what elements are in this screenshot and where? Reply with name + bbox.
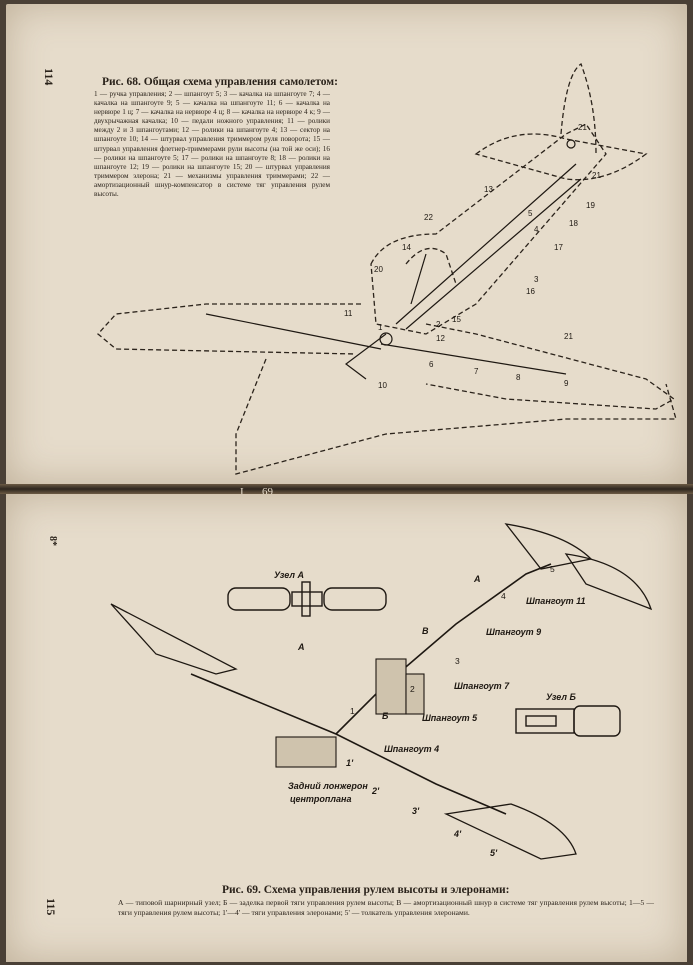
aileron-rod xyxy=(190,673,507,815)
node-a-label: Узел А xyxy=(274,570,304,580)
elevator-aileron-diagram: Узел А Узел Б Шпангоут 11 Шпангоут 9 Шпа… xyxy=(110,523,653,860)
rod-5: 5 xyxy=(550,564,555,574)
rod-4: 4 xyxy=(501,591,506,601)
callout-13: 13 xyxy=(484,185,493,194)
letter-a-1: А xyxy=(473,574,481,584)
elevator-right xyxy=(564,553,653,611)
frame-7-label: Шпангоут 7 xyxy=(454,681,510,691)
page-115: 8* 115 Узел А Узел Б xyxy=(6,494,687,962)
callout-21c: 21 xyxy=(564,332,573,341)
figure-68-legend: 1 — ручка управления; 2 — шпангоут 5; 3 … xyxy=(94,90,330,199)
figure-69-title: Рис. 69. Схема управления рулем высоты и… xyxy=(222,884,510,896)
callout-1: 1 xyxy=(378,323,383,332)
callout-16: 16 xyxy=(526,287,535,296)
aileron-rod-2: 2' xyxy=(371,786,380,796)
fold-mark: 69 xyxy=(262,486,273,498)
left-aileron xyxy=(110,603,238,675)
spar-block xyxy=(275,736,337,768)
letter-a-2: А xyxy=(297,642,305,652)
frame-5-label: Шпангоут 5 xyxy=(422,713,478,723)
rod-2: 2 xyxy=(410,684,415,694)
aircraft-control-diagram: 1 2 3 4 5 6 7 8 9 10 11 12 13 14 15 16 1… xyxy=(97,63,677,475)
callout-14: 14 xyxy=(402,243,411,252)
callout-labels: 1 2 3 4 5 6 7 8 9 10 11 12 13 14 15 16 1… xyxy=(344,123,601,390)
callout-21: 21 xyxy=(578,123,587,132)
figure-68-title: Рис. 68. Общая схема управления самолето… xyxy=(102,76,338,88)
callout-10: 10 xyxy=(378,381,387,390)
book-spine xyxy=(0,484,693,494)
page-number: 115 xyxy=(44,898,58,916)
callout-4: 4 xyxy=(534,225,539,234)
callout-21b: 21 xyxy=(592,171,601,180)
callout-12: 12 xyxy=(436,334,445,343)
aileron-rod-1: 1' xyxy=(346,758,354,768)
rod-3: 3 xyxy=(455,656,460,666)
callout-7: 7 xyxy=(474,367,479,376)
callout-11: 11 xyxy=(344,309,353,318)
spar-label-2: центроплана xyxy=(290,794,351,804)
frame-4-label: Шпангоут 4 xyxy=(384,744,439,754)
callout-19: 19 xyxy=(586,201,595,210)
page-114: 114 Рис. 68. Общая схема управления само… xyxy=(6,4,687,484)
callout-20: 20 xyxy=(374,265,383,274)
elevator-rod xyxy=(335,563,552,735)
callout-6: 6 xyxy=(429,360,434,369)
elevator-left xyxy=(504,523,593,570)
callout-5: 5 xyxy=(528,209,533,218)
left-wing-outline xyxy=(97,303,361,355)
aileron-rod-4: 4' xyxy=(453,829,462,839)
callout-22: 22 xyxy=(424,213,433,222)
frame-11-label: Шпангоут 11 xyxy=(526,596,585,606)
aileron-rod-5: 5' xyxy=(490,848,498,858)
callout-2: 2 xyxy=(436,320,441,329)
spar-label-1: Задний лонжерон xyxy=(288,781,368,791)
callout-8: 8 xyxy=(516,373,521,382)
callout-17: 17 xyxy=(554,243,563,252)
callout-9: 9 xyxy=(564,379,569,388)
letter-v: В xyxy=(422,626,429,636)
callout-18: 18 xyxy=(569,219,578,228)
right-aileron xyxy=(443,803,577,860)
rod-1: 1 xyxy=(350,706,355,716)
figure-69-legend: А — типовой шарнирный узел; Б — заделка … xyxy=(118,898,654,917)
callout-3: 3 xyxy=(534,275,539,284)
fold-tick: I xyxy=(240,486,244,498)
letter-b: Б xyxy=(382,711,389,721)
frame-9-label: Шпангоут 9 xyxy=(486,627,541,637)
aileron-rod-3: 3' xyxy=(412,806,420,816)
callout-15: 15 xyxy=(452,315,461,324)
node-b-label: Узел Б xyxy=(546,692,576,702)
